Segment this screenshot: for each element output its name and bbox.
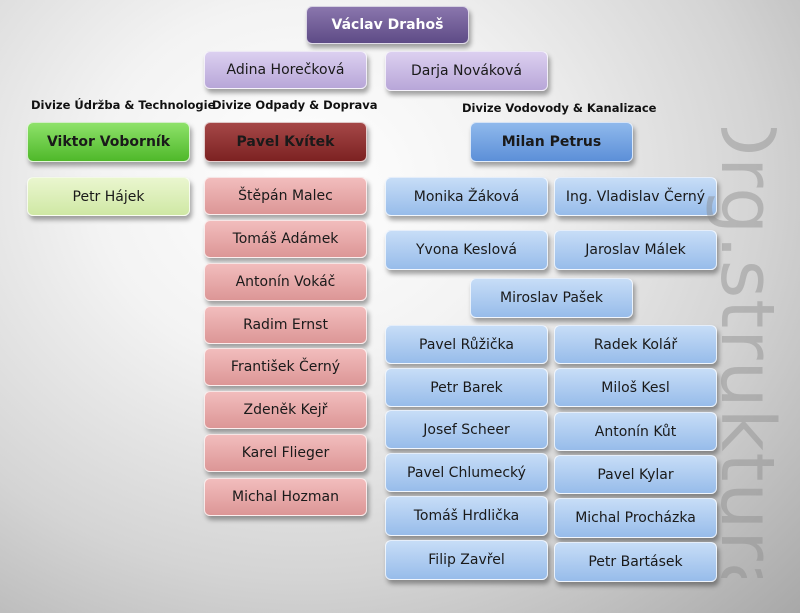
node-head-udrzba: Viktor Voborník (27, 122, 190, 162)
node-member-odpady: Radim Ernst (204, 306, 367, 344)
node-deputy-vodovody: Ing. Vladislav Černý (554, 177, 717, 216)
node-member-odpady: Tomáš Adámek (204, 220, 367, 258)
node-member-odpady: František Černý (204, 348, 367, 386)
node-member-vodovody: Petr Bartásek (554, 542, 717, 582)
node-member-odpady: Štěpán Malec (204, 177, 367, 215)
node-member-vodovody: Michal Procházka (554, 498, 717, 538)
node-member-vodovody: Miloš Kesl (554, 368, 717, 407)
watermark: Org.struktura (692, 128, 800, 578)
node-member-odpady: Antonín Vokáč (204, 263, 367, 301)
node-assistant-1: Adina Horečková (204, 51, 367, 89)
node-assistant-2: Darja Nováková (385, 51, 548, 91)
node-member-vodovody: Petr Barek (385, 368, 548, 407)
node-deputy-vodovody: Jaroslav Málek (554, 230, 717, 270)
node-deputy-vodovody: Monika Žáková (385, 177, 548, 216)
node-foreman-vodovody: Miroslav Pašek (470, 278, 633, 318)
node-head-odpady: Pavel Kvítek (204, 122, 367, 162)
watermark-text: Org.struktura (704, 128, 790, 578)
node-member-vodovody: Radek Kolář (554, 325, 717, 364)
node-member-udrzba: Petr Hájek (27, 177, 190, 216)
node-top-director: Václav Drahoš (306, 6, 469, 44)
node-member-odpady: Zdeněk Kejř (204, 391, 367, 429)
node-member-vodovody: Pavel Chlumecký (385, 453, 548, 492)
node-member-vodovody: Antonín Kůt (554, 412, 717, 451)
node-member-vodovody: Pavel Kylar (554, 455, 717, 494)
node-deputy-vodovody: Yvona Keslová (385, 230, 548, 270)
division-label-odpady: Divize Odpady & Doprava (212, 98, 378, 112)
node-member-vodovody: Pavel Růžička (385, 325, 548, 364)
node-member-vodovody: Filip Zavřel (385, 540, 548, 580)
division-label-vodovody: Divize Vodovody & Kanalizace (462, 101, 657, 115)
node-head-vodovody: Milan Petrus (470, 122, 633, 162)
node-member-vodovody: Tomáš Hrdlička (385, 496, 548, 536)
node-member-vodovody: Josef Scheer (385, 410, 548, 449)
division-label-udrzba: Divize Údržba & Technologie (31, 98, 216, 112)
node-member-odpady: Karel Flieger (204, 434, 367, 472)
node-member-odpady: Michal Hozman (204, 478, 367, 516)
